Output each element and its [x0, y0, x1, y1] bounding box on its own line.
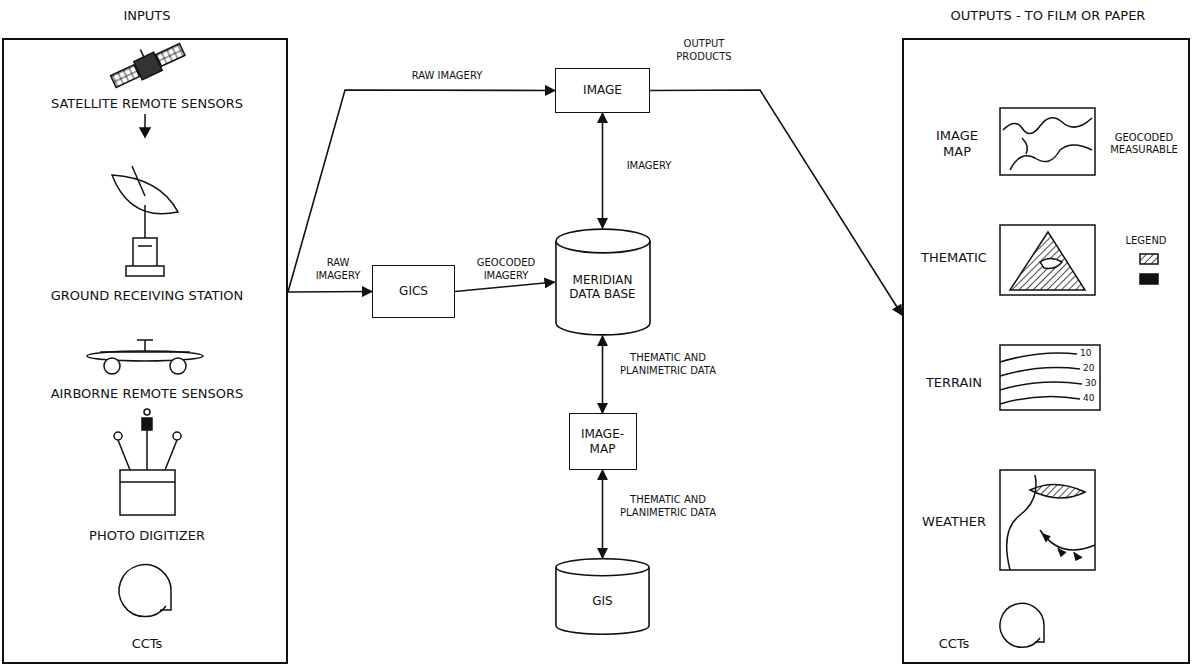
node-label: GIS [592, 594, 612, 608]
database-cylinder: GIS [555, 558, 650, 635]
process-box: GICS [372, 265, 455, 318]
flow-connector [650, 90, 902, 315]
antenna-dish-icon [112, 166, 178, 276]
aircraft-icon [87, 340, 203, 374]
panel-heading: OUTPUTS - TO FILM OR PAPER [904, 8, 1192, 24]
output-name: CCTs [910, 636, 998, 652]
process-box: IMAGE- MAP [569, 413, 637, 470]
tape-reel-icon [119, 565, 171, 617]
connector-label: THEMATIC AND PLANIMETRIC DATA [610, 494, 726, 519]
node-label: GICS [399, 284, 428, 298]
thematic-map-icon [1000, 225, 1095, 295]
outputs-panel: OUTPUTS - TO FILM OR PAPERIMAGE MAPGEOCO… [902, 38, 1190, 664]
output-name: WEATHER [910, 514, 998, 530]
input-name: GROUND RECEIVING STATION [4, 288, 290, 304]
flow-connector [602, 113, 604, 228]
weather-map-icon [1000, 470, 1095, 570]
tape-reel-icon [1000, 603, 1044, 647]
panel-heading: INPUTS [4, 8, 290, 24]
connector-label: RAW IMAGERY [305, 257, 371, 282]
output-name: TERRAIN [910, 375, 998, 391]
legend-heading: LEGEND [1116, 235, 1176, 247]
flow-connector [288, 90, 555, 292]
connector-label: IMAGERY [612, 160, 686, 173]
input-name: PHOTO DIGITIZER [4, 528, 290, 544]
input-name: CCTs [4, 636, 290, 652]
terrain-contour-icon [1000, 345, 1100, 410]
node-label: IMAGE- MAP [577, 427, 629, 456]
node-label: IMAGE [583, 83, 622, 97]
flow-connector [602, 470, 604, 558]
connector-label: THEMATIC AND PLANIMETRIC DATA [610, 352, 726, 377]
flow-connector [288, 291, 372, 293]
contour-value: 20 [1083, 364, 1094, 373]
legend-swatches [1140, 254, 1158, 284]
photo-digitizer-icon [114, 409, 181, 515]
connector-label: OUTPUT PRODUCTS [662, 38, 746, 63]
process-box: IMAGE [555, 68, 650, 113]
inputs-panel: INPUTSSATELLITE REMOTE SENSORSGROUND REC… [2, 38, 288, 664]
connector-label: GEOCODED IMAGERY [468, 257, 544, 282]
satellite-icon [106, 34, 187, 91]
input-name: AIRBORNE REMOTE SENSORS [4, 386, 290, 402]
downlink-arrow [140, 114, 150, 137]
connector-label: RAW IMAGERY [400, 70, 494, 83]
flow-connector [455, 282, 555, 292]
input-name: SATELLITE REMOTE SENSORS [4, 96, 290, 112]
contour-value: 10 [1080, 349, 1091, 358]
output-name: IMAGE MAP [922, 128, 992, 159]
contour-value: 30 [1085, 379, 1096, 388]
flow-connector [602, 336, 604, 413]
output-note: GEOCODED MEASURABLE [1102, 132, 1186, 156]
database-cylinder: MERIDIAN DATA BASE [555, 228, 651, 336]
image-map-icon [1000, 108, 1095, 175]
node-label: MERIDIAN DATA BASE [563, 273, 643, 302]
contour-value: 40 [1083, 394, 1094, 403]
output-name: THEMATIC [910, 250, 998, 266]
